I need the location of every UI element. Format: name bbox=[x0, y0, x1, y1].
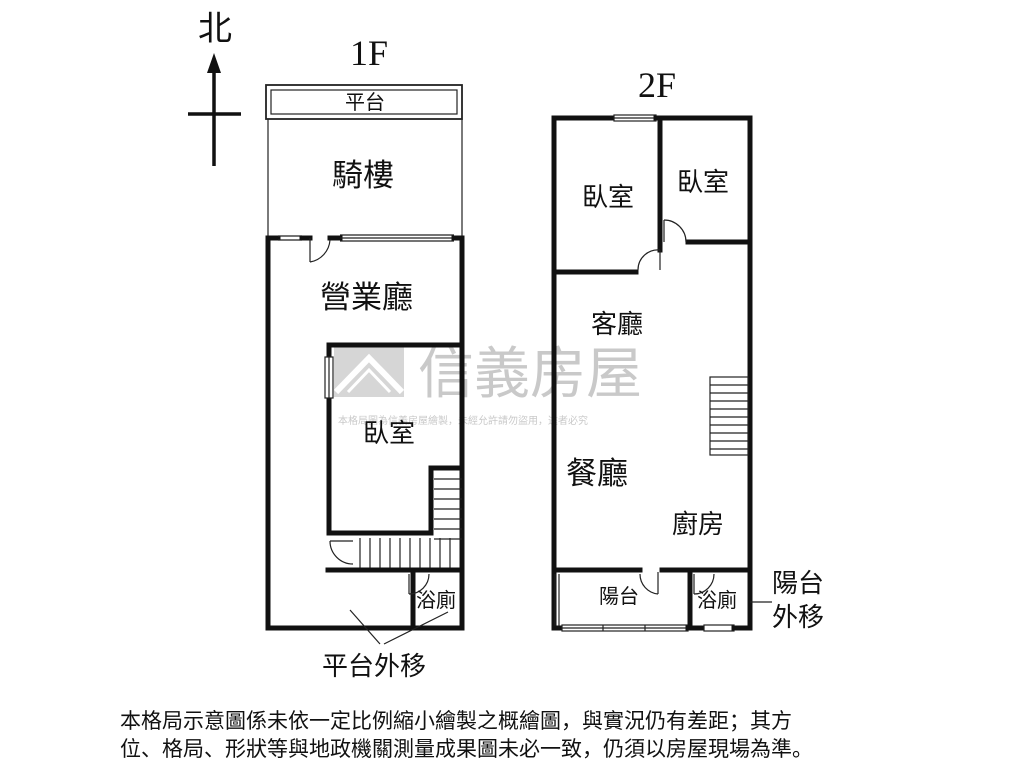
room-1f-platform-label: 平台 bbox=[345, 90, 385, 114]
watermark-brand: 信義房屋 bbox=[418, 342, 642, 407]
compass: 北 bbox=[188, 9, 241, 166]
room-2f-bedroom-left: 臥室 bbox=[551, 115, 663, 275]
note-2f-balcony-moved: 陽台 外移 bbox=[750, 569, 824, 633]
room-1f-arcade-label: 騎樓 bbox=[332, 158, 394, 194]
door-2f-bedroom-left bbox=[637, 249, 661, 271]
floor-1f-title: 1F bbox=[350, 33, 388, 73]
room-2f-dining-room-label: 餐廳 bbox=[566, 456, 628, 492]
floor-1f: 1F 平台 騎樓 營業廳 bbox=[265, 33, 465, 682]
front-wall-1f bbox=[265, 234, 465, 242]
room-2f-kitchen-label: 廚房 bbox=[672, 510, 724, 540]
watermark: 信義房屋 本格局圖為信義房屋繪製，未經允許請勿盜用，違者必究 bbox=[333, 342, 642, 427]
staircase-1f bbox=[359, 478, 462, 568]
door-1f-entry bbox=[309, 238, 331, 263]
note-2f-label-line1: 陽台 bbox=[772, 569, 824, 599]
room-1f-bathroom: 浴廁 bbox=[408, 567, 456, 631]
note-1f-platform-moved: 平台外移 bbox=[322, 609, 449, 682]
floor-2f-title: 2F bbox=[638, 65, 676, 105]
room-1f-bathroom-label: 浴廁 bbox=[416, 588, 456, 612]
note-1f-label: 平台外移 bbox=[322, 652, 426, 682]
room-2f-bedroom-left-label: 臥室 bbox=[582, 183, 634, 213]
room-1f-bedroom: 臥室 bbox=[324, 342, 465, 536]
north-arrow-icon bbox=[207, 53, 221, 73]
room-1f-bedroom-label: 臥室 bbox=[363, 419, 415, 449]
room-2f-bedroom-right-label: 臥室 bbox=[677, 168, 729, 198]
note-2f-label-line2: 外移 bbox=[772, 603, 824, 633]
floor-2f: 2F 臥室 臥室 客廳 餐廳 廚房 bbox=[551, 65, 824, 633]
door-2f-bedroom-right bbox=[663, 219, 687, 243]
door-2f-balcony bbox=[639, 572, 659, 595]
compass-north-label: 北 bbox=[198, 9, 232, 49]
room-2f-bathroom-label: 浴廁 bbox=[697, 588, 737, 612]
disclaimer: 本格局示意圖係未依一定比例縮小繪製之概繪圖，與實況仍有差距；其方 位、格局、形狀… bbox=[120, 707, 980, 763]
room-2f-balcony-label: 陽台 bbox=[599, 584, 639, 608]
room-1f-business-hall-label: 營業廳 bbox=[320, 280, 413, 316]
staircase-2f bbox=[709, 376, 749, 456]
door-1f-stair bbox=[329, 540, 354, 565]
room-2f-bedroom-right: 臥室 bbox=[677, 168, 753, 245]
room-2f-bathroom: 浴廁 bbox=[685, 567, 753, 632]
watermark-logo-icon bbox=[333, 343, 405, 397]
disclaimer-line-2: 位、格局、形狀等與地政機關測量成果圖未必一致，仍須以房屋現場為準。 bbox=[120, 737, 813, 761]
room-2f-balcony: 陽台 bbox=[551, 574, 689, 632]
room-2f-living-room-label: 客廳 bbox=[591, 310, 643, 340]
room-1f-platform: 平台 bbox=[265, 84, 463, 120]
disclaimer-line-1: 本格局示意圖係未依一定比例縮小繪製之概繪圖，與實況仍有差距；其方 bbox=[120, 709, 792, 733]
